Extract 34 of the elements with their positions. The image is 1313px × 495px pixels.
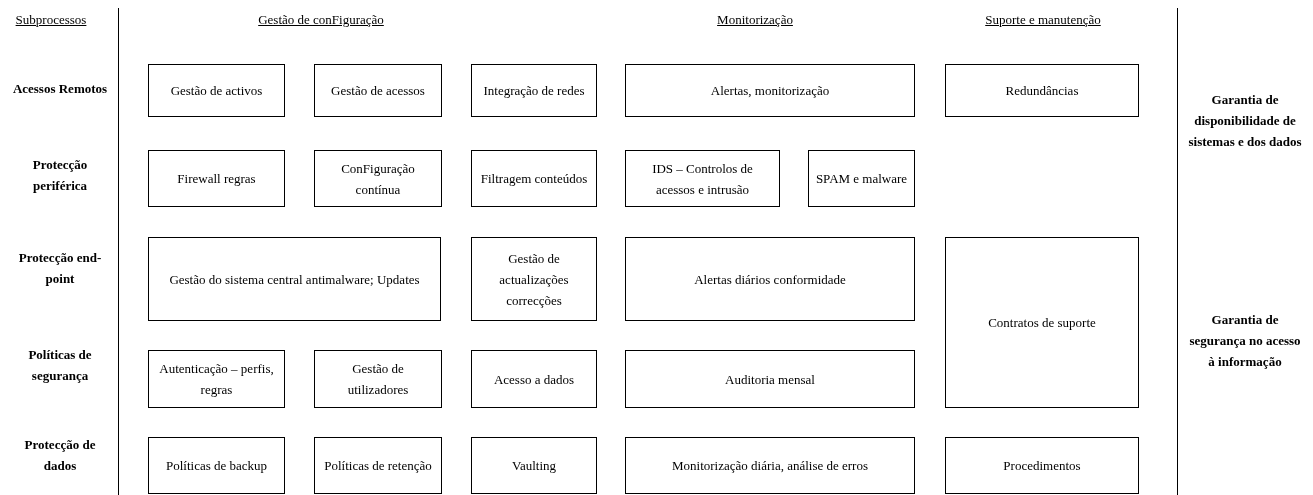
process-box: Alertas diários conformidade — [625, 237, 915, 321]
row-heading: Políticas de segurança — [27, 346, 93, 385]
row-heading: Protecção de dados — [23, 436, 97, 475]
column-heading: Gestão de conFiguração — [257, 10, 385, 29]
process-box: Gestão de acessos — [314, 64, 442, 117]
row-heading: Acessos Remotos — [11, 79, 109, 98]
process-box: Autenticação – perfis, regras — [148, 350, 285, 408]
column-heading: Monitorização — [716, 10, 794, 29]
row-heading: Garantia de disponibilidade de sistemas e dos dados — [1187, 90, 1303, 151]
column-heading: Suporte e manutenção — [984, 10, 1102, 29]
process-box: Redundâncias — [945, 64, 1139, 117]
column-heading: Subprocessos — [14, 10, 88, 29]
process-box: Gestão de activos — [148, 64, 285, 117]
process-box: Gestão de actualizações correcções — [471, 237, 597, 321]
process-box: Firewall regras — [148, 150, 285, 207]
process-box: IDS – Controlos de acessos e intrusão — [625, 150, 780, 207]
row-heading: Protecção end-point — [17, 249, 103, 288]
process-box: Gestão do sistema central antimalware; Updates — [148, 237, 441, 321]
process-box: SPAM e malware — [808, 150, 915, 207]
process-box: Políticas de retenção — [314, 437, 442, 494]
process-box: Gestão de utilizadores — [314, 350, 442, 408]
process-box: Filtragem conteúdos — [471, 150, 597, 207]
process-box: Acesso a dados — [471, 350, 597, 408]
row-heading: Garantia de segurança no acesso à informação — [1188, 310, 1302, 371]
process-box: Monitorização diária, análise de erros — [625, 437, 915, 494]
process-box: Auditoria mensal — [625, 350, 915, 408]
process-box: Contratos de suporte — [945, 237, 1139, 408]
row-heading: Protecção periférica — [31, 156, 89, 195]
process-box: Integração de redes — [471, 64, 597, 117]
process-box: ConFiguração contínua — [314, 150, 442, 207]
process-box: Alertas, monitorização — [625, 64, 915, 117]
process-box: Políticas de backup — [148, 437, 285, 494]
process-box: Vaulting — [471, 437, 597, 494]
process-box: Procedimentos — [945, 437, 1139, 494]
